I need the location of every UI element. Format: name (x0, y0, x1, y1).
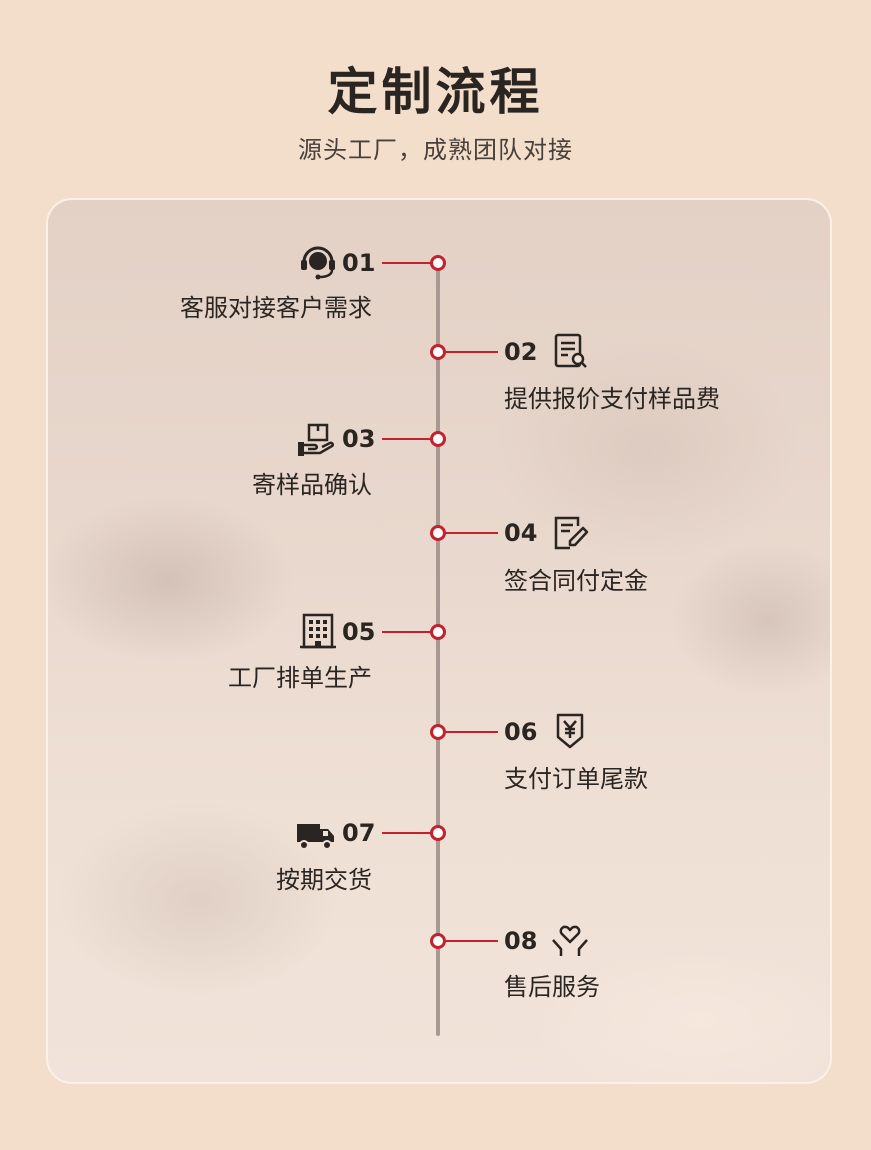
step-label: 寄样品确认 (252, 471, 372, 499)
step-number: 04 (504, 519, 538, 547)
timeline-node (430, 624, 446, 640)
connector (446, 351, 498, 353)
timeline-node (430, 933, 446, 949)
factory-building-icon (298, 611, 338, 651)
step-number: 02 (504, 338, 538, 366)
connector (382, 438, 432, 440)
timeline-line (436, 262, 440, 1036)
page-subtitle: 源头工厂，成熟团队对接 (298, 136, 573, 164)
step-label: 客服对接客户需求 (180, 294, 372, 322)
timeline-node (430, 255, 446, 271)
step-label: 签合同付定金 (504, 567, 648, 595)
connector (382, 262, 432, 264)
timeline-node (430, 724, 446, 740)
timeline-node (430, 344, 446, 360)
step-label: 工厂排单生产 (228, 664, 372, 692)
timeline-node (430, 825, 446, 841)
page-title: 定制流程 (327, 63, 544, 121)
customer-service-headset-icon (298, 242, 338, 282)
step-label: 售后服务 (504, 973, 600, 1001)
timeline-node (430, 525, 446, 541)
step-number: 01 (342, 249, 376, 277)
step-number: 07 (342, 819, 376, 847)
hand-package-icon (296, 420, 336, 460)
timeline-node (430, 431, 446, 447)
step-number: 06 (504, 718, 538, 746)
step-label: 按期交货 (276, 866, 372, 894)
contract-sign-icon (550, 512, 590, 552)
connector (446, 940, 498, 942)
delivery-truck-icon (296, 814, 336, 854)
connector (446, 532, 498, 534)
connector (382, 832, 432, 834)
connector (446, 731, 498, 733)
connector (382, 631, 432, 633)
heart-hand-icon (550, 920, 590, 960)
step-number: 03 (342, 425, 376, 453)
yen-payment-icon (550, 711, 590, 751)
step-number: 05 (342, 618, 376, 646)
step-label: 支付订单尾款 (504, 765, 648, 793)
step-number: 08 (504, 927, 538, 955)
step-label: 提供报价支付样品费 (504, 385, 720, 413)
quote-document-search-icon (550, 331, 590, 371)
